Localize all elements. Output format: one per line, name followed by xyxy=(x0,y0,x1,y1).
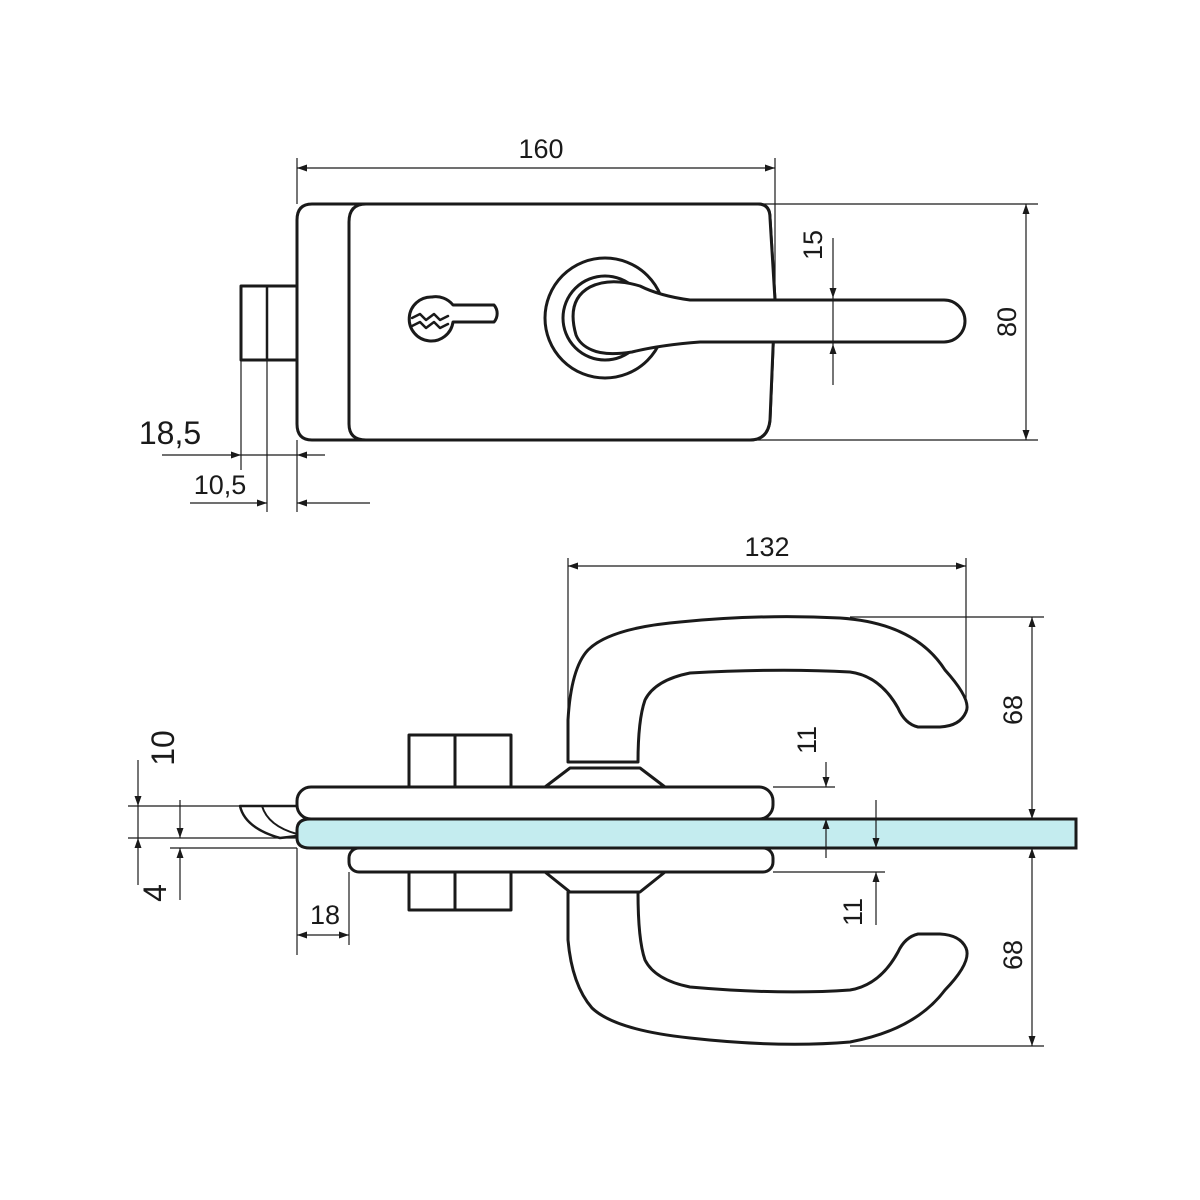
dim-handle-span: 132 xyxy=(744,532,789,562)
dim-body-depth: 18 xyxy=(310,900,340,930)
front-view: 160 80 15 18,5 10,5 xyxy=(139,134,1038,512)
section-view: 132 68 68 11 11 10 4 xyxy=(128,532,1078,1047)
dim-glass-thickness: 10 xyxy=(145,730,181,766)
body-plate-lower xyxy=(347,846,775,874)
rose-lower xyxy=(543,870,667,894)
dim-handle-offset: 15 xyxy=(798,230,828,260)
bolt-block xyxy=(239,284,299,362)
dim-bolt-inner: 10,5 xyxy=(194,470,247,500)
dim-rose-lower: 11 xyxy=(838,898,868,926)
lever-handle-upper xyxy=(566,615,969,764)
dim-handle-height-upper: 68 xyxy=(998,695,1028,725)
keyhole-icon xyxy=(407,295,499,343)
dim-handle-height-lower: 68 xyxy=(998,940,1028,970)
dim-top-height: 80 xyxy=(992,307,1022,337)
dim-rose-upper: 11 xyxy=(792,726,822,754)
latch-bolt xyxy=(238,804,299,840)
dim-bolt-outer: 18,5 xyxy=(139,415,201,451)
body-plate-upper xyxy=(295,785,775,821)
lever-handle-lower xyxy=(566,890,969,1046)
dim-top-width: 160 xyxy=(518,134,563,164)
glass-pane xyxy=(295,817,1078,850)
dim-glass-gap: 4 xyxy=(137,884,173,902)
lever-handle-front xyxy=(571,280,967,356)
rose-upper xyxy=(543,766,667,789)
